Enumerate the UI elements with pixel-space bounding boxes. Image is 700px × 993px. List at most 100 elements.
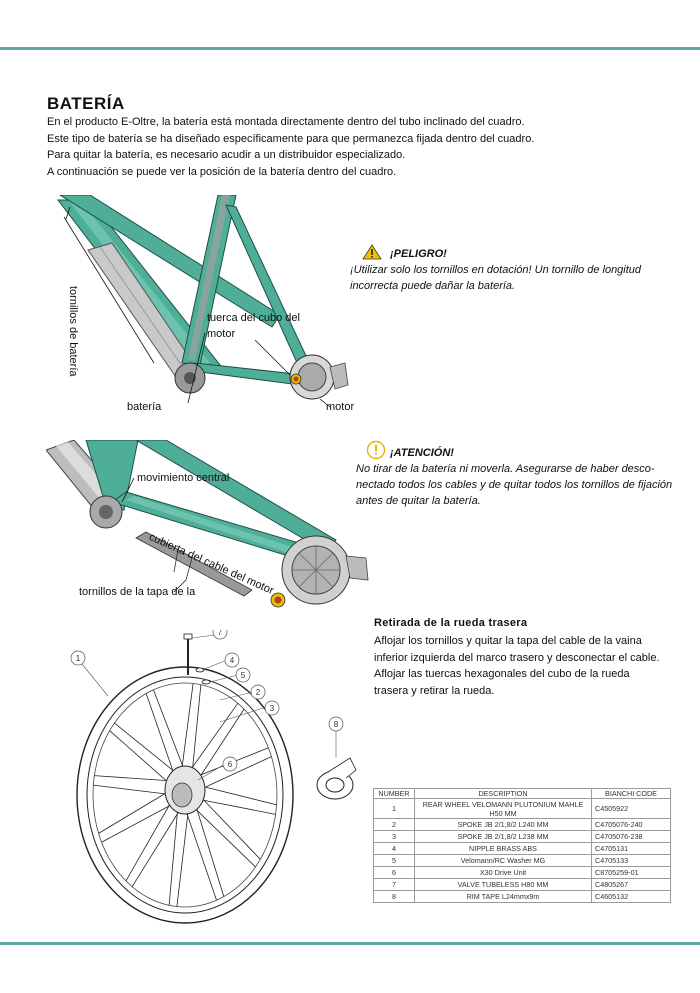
rear-wheel-line: Aflojar las tuercas hexagonales del cubo… xyxy=(374,668,630,680)
spoke-line xyxy=(101,802,176,843)
column-header-number: NUMBER xyxy=(373,788,415,799)
spoke-line xyxy=(131,807,182,887)
table-cell-code: C4705131 xyxy=(591,842,671,855)
top-rule xyxy=(0,47,700,50)
spoke-line xyxy=(94,775,173,782)
spoke-line xyxy=(196,708,245,782)
label-bottom-bracket: movimiento central xyxy=(137,472,230,484)
table-cell-description: NIPPLE BRASS ABS xyxy=(414,842,592,855)
table-cell-description: SPOKE JB 2/1,8/2 L240 MM xyxy=(414,818,592,831)
callout-number: 4 xyxy=(230,656,235,665)
callout-7: 7 xyxy=(212,630,228,640)
spoke-line xyxy=(191,684,202,775)
rear-wheel-line: Aflojar los tornillos y quitar la tapa d… xyxy=(374,635,642,647)
table-cell-code: C4805267 xyxy=(591,878,671,891)
callout-3: 3 xyxy=(264,700,280,716)
spoke-line xyxy=(184,807,217,901)
callout-number: 8 xyxy=(334,720,339,729)
danger-line: ¡Utilizar solo los tornillos en dotación… xyxy=(350,264,642,276)
danger-heading: ¡PELIGRO! xyxy=(390,248,447,260)
table-cell-description: SPOKE JB 2/1,8/2 L238 MM xyxy=(414,830,592,843)
intro-line: Para quitar la batería, es necesario acu… xyxy=(47,149,406,161)
table-cell-description: VALVE TUBELESS H80 MM xyxy=(414,878,592,891)
label-motor-hub-nut: tuerca del cubo del motor xyxy=(207,312,300,340)
table-cell-number: 6 xyxy=(373,866,415,879)
intro-line: Este tipo de batería se ha diseñado espe… xyxy=(47,132,535,145)
table-cell-number: 3 xyxy=(373,830,415,843)
spoke-line xyxy=(153,689,186,773)
rear-wheel-title: Retirada de la rueda trasera xyxy=(374,617,528,629)
label-battery: batería xyxy=(127,401,162,413)
callout-number: 2 xyxy=(256,688,261,697)
spoke-line xyxy=(114,722,179,775)
attention-line: antes de quitar la batería. xyxy=(356,495,481,507)
table-cell-number: 4 xyxy=(373,842,415,855)
table-cell-code: C4705133 xyxy=(591,854,671,867)
intro-text: En el producto E-Oltre, la batería está … xyxy=(47,114,607,180)
spoke-line xyxy=(188,703,239,773)
table-cell-code: C4505922 xyxy=(591,798,671,819)
table-cell-code: C8705259-01 xyxy=(591,866,671,879)
table-header-row: NUMBER DESCRIPTION BIANCHI CODE xyxy=(373,788,671,799)
label-cover-screws: tornillos de la tapa de la xyxy=(79,586,196,598)
callout-number: 3 xyxy=(270,704,275,713)
rear-wheel-line: inferior izquierda del marco trasero y d… xyxy=(374,651,660,664)
table-cell-description: REAR WHEEL VELOMANN PLUTONIUM MAHLE H50 … xyxy=(414,798,592,819)
callout-number: 7 xyxy=(218,630,223,637)
table-cell-description: X30 Drive Unit xyxy=(414,866,592,879)
callout-2: 2 xyxy=(250,684,266,700)
spoke-line xyxy=(194,802,225,897)
callout-5: 5 xyxy=(235,667,251,683)
rear-wheel-exploded-view: 1 7 45 23 6 8 xyxy=(70,630,357,924)
danger-notice: ¡PELIGRO! ¡Utilizar solo los tornillos e… xyxy=(350,244,680,294)
rim-tape-roll xyxy=(316,757,357,800)
column-header-description: DESCRIPTION xyxy=(414,788,592,799)
spoke-line xyxy=(198,756,272,791)
attention-heading: ¡ATENCIÓN! xyxy=(390,447,454,459)
spoke-line xyxy=(98,789,172,834)
section-title: BATERÍA xyxy=(47,94,125,113)
spoke-line xyxy=(176,807,190,907)
attention-icon xyxy=(366,440,386,460)
attention-line: nectado todos los cables y de quitar tod… xyxy=(356,479,673,491)
table-cell-code: C4605132 xyxy=(591,890,671,903)
table-cell-description: RIM TAPE L24mmx9m xyxy=(414,890,592,903)
callout-number: 1 xyxy=(76,654,81,663)
table-cell-number: 5 xyxy=(373,854,415,867)
spoke-line xyxy=(198,794,261,860)
spoke-line xyxy=(145,693,176,778)
rear-wheel-instructions: Aflojar los tornillos y quitar la tapa d… xyxy=(374,633,674,699)
spoke-line xyxy=(198,784,277,806)
callout-number: 5 xyxy=(241,671,246,680)
callout-8: 8 xyxy=(328,716,344,732)
table-cell-number: 2 xyxy=(373,818,415,831)
callout-number: 6 xyxy=(228,760,233,769)
bottom-rule xyxy=(0,942,700,945)
attention-notice: ¡ATENCIÓN! No tirar de la batería ni mov… xyxy=(356,440,676,509)
table-cell-code: C4705076-238 xyxy=(591,830,671,843)
attention-line: No tirar de la batería ni moverla. Asegu… xyxy=(356,463,655,475)
column-header-code: BIANCHI CODE xyxy=(591,788,671,799)
rear-wheel-line: trasera y retirar la rueda. xyxy=(374,684,495,697)
intro-line: En el producto E-Oltre, la batería está … xyxy=(47,116,525,128)
label-battery-screws: tornillos de batería xyxy=(67,286,79,377)
cable-cover-figure xyxy=(46,440,369,608)
label-motor: motor xyxy=(326,401,355,413)
frame-battery-figure xyxy=(56,195,349,408)
danger-line: incorrecta puede dañar la batería. xyxy=(350,280,516,292)
table-cell-number: 7 xyxy=(373,878,415,891)
table-cell-number: 1 xyxy=(373,798,415,819)
warning-icon xyxy=(362,244,382,260)
table-cell-description: Velomann/RC Washer MG xyxy=(414,854,592,867)
table-cell-code: C4705076-240 xyxy=(591,818,671,831)
callout-6: 6 xyxy=(222,756,238,772)
spoke-line xyxy=(180,683,194,773)
spoke-line xyxy=(125,798,174,882)
